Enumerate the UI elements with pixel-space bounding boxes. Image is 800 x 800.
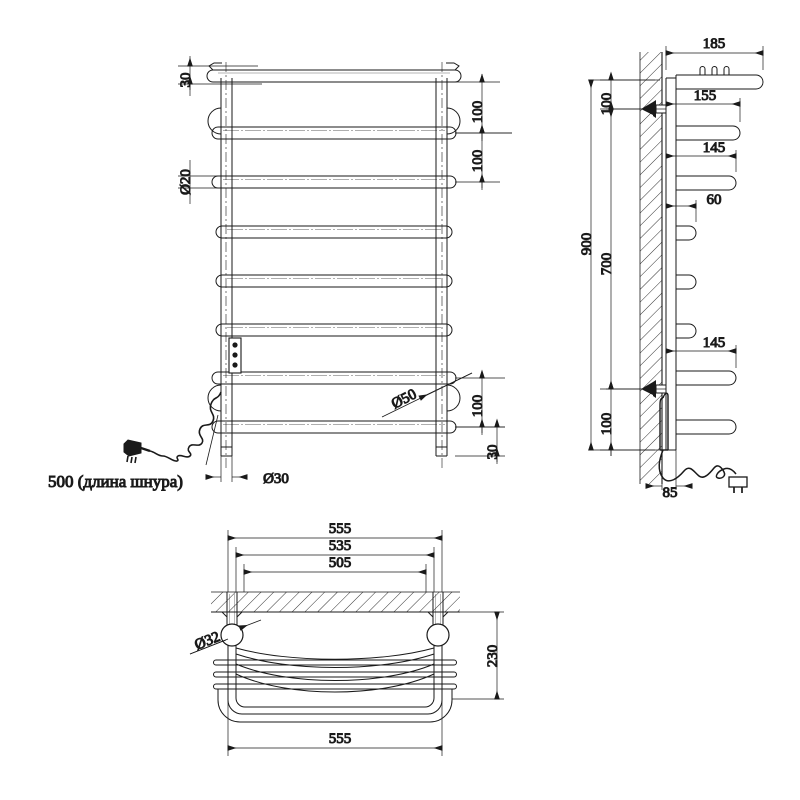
plan-shelf-bars — [235, 647, 435, 693]
plan-ball-left — [220, 623, 244, 647]
front-rungs — [211, 126, 457, 434]
dim-label-plan-505: 505 — [329, 555, 352, 571]
dim-label-side-85: 85 — [663, 485, 678, 501]
side-view: 185 155 145 60 145 — [579, 36, 764, 502]
side-rung-145-upper — [675, 175, 737, 191]
dim-side-100-bottom — [600, 380, 655, 456]
plan-wall-section — [211, 591, 460, 613]
wall-section — [639, 52, 663, 484]
dim-label-front-bend-dia: Ø50 — [389, 386, 419, 412]
side-power-cord — [658, 449, 737, 482]
dim-label-side-900: 900 — [579, 233, 595, 256]
dim-label-plan-535: 535 — [329, 538, 352, 554]
dim-plan-555-bottom — [227, 700, 443, 756]
dim-label-front-bottom-30: 30 — [485, 445, 501, 460]
side-rung-155 — [675, 125, 741, 141]
dim-front-bend-dia — [381, 372, 473, 418]
dim-label-front-pipe-dia: Ø20 — [178, 169, 194, 195]
dim-side-185 — [665, 46, 764, 70]
dim-label-side-155: 155 — [694, 88, 717, 104]
dim-side-145-upper — [665, 148, 737, 172]
dim-label-side-100-bottom: 100 — [599, 413, 615, 436]
dim-front-pipe-dia — [178, 160, 250, 204]
power-plug — [123, 439, 151, 464]
plan-side-rails — [227, 645, 443, 690]
dim-label-side-100-top: 100 — [599, 93, 615, 116]
plan-rung-ends — [213, 659, 457, 690]
dim-label-front-lower-100: 100 — [470, 395, 486, 418]
dim-label-plan-ball-dia: Ø32 — [193, 629, 223, 654]
dim-label-front-top-30: 30 — [178, 73, 194, 88]
cord-length-note: 500 (длина шнура) — [48, 472, 183, 491]
side-bottom-loop — [659, 392, 669, 451]
dim-side-155 — [665, 96, 741, 122]
dim-plan-535 — [235, 547, 435, 592]
dim-plan-ball-dia — [189, 619, 262, 655]
dim-plan-505 — [243, 564, 427, 592]
side-switch-buttons[interactable] — [699, 66, 730, 76]
front-right-post — [435, 78, 448, 457]
dim-front-spacing-2 — [455, 124, 512, 190]
dim-side-145-lower — [665, 343, 737, 368]
front-centerlines — [225, 62, 443, 470]
dim-side-60 — [665, 198, 697, 222]
power-cord — [149, 391, 222, 462]
dim-side-100-top — [600, 71, 655, 115]
dim-label-front-post-dia: Ø30 — [263, 471, 289, 487]
dim-label-front-spacing-1: 100 — [470, 101, 486, 124]
dim-label-side-145-lower: 145 — [703, 335, 726, 351]
plan-ball-right — [426, 623, 450, 647]
plan-outer-frame — [217, 689, 453, 723]
dim-front-bottom-30 — [455, 418, 505, 464]
side-rung-145-lower — [675, 370, 737, 386]
side-power-plug — [728, 476, 748, 493]
dim-label-side-185: 185 — [703, 36, 726, 52]
side-rung-60-c — [675, 323, 697, 339]
dim-label-side-60: 60 — [707, 192, 722, 208]
dim-front-post-dia — [205, 456, 248, 482]
side-top-rung — [675, 74, 764, 90]
dim-label-front-spacing-2: 100 — [470, 150, 486, 173]
dim-side-85 — [645, 450, 693, 490]
dim-label-plan-230: 230 — [485, 645, 501, 668]
dim-plan-230 — [452, 611, 504, 700]
dim-label-plan-555-bottom: 555 — [329, 731, 352, 747]
side-rung-60-b — [675, 274, 697, 290]
front-view: 30 Ø20 100 100 Ø50 — [48, 56, 512, 492]
dim-label-side-700: 700 — [599, 253, 615, 276]
plan-view: Ø32 555 535 505 230 — [189, 521, 504, 756]
front-bend-arcs — [207, 107, 461, 412]
dim-label-side-145-upper: 145 — [703, 140, 726, 156]
control-switch-box[interactable] — [228, 337, 242, 374]
front-left-post — [220, 78, 233, 457]
dim-front-top-30 — [178, 56, 262, 96]
side-rung-60-a — [675, 225, 697, 241]
cord-note-leader — [205, 414, 219, 466]
dim-label-plan-555-top: 555 — [329, 521, 352, 537]
dim-plan-555-top — [227, 530, 443, 592]
side-rung-bottom — [675, 419, 737, 435]
